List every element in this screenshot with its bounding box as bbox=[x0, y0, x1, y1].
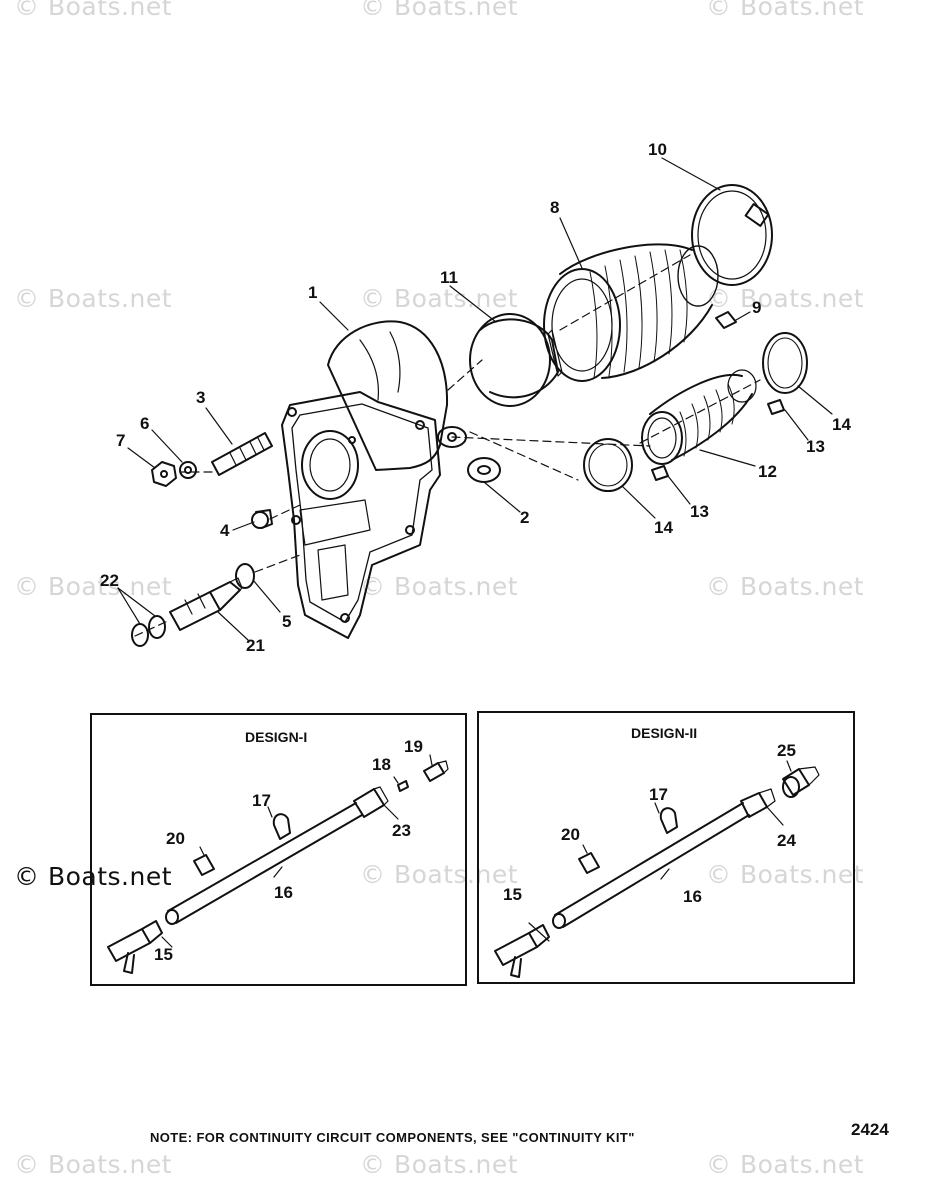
callout-21: 21 bbox=[246, 636, 265, 655]
callout-17: 17 bbox=[252, 791, 271, 810]
washer-part-22b bbox=[148, 615, 166, 639]
design-2-title: DESIGN-II bbox=[631, 725, 698, 741]
watermark: © Boats.net bbox=[360, 1150, 519, 1179]
callout-9: 9 bbox=[752, 298, 762, 317]
fitting-part-15 bbox=[494, 924, 550, 978]
callout-16: 16 bbox=[274, 883, 293, 902]
callout-11: 11 bbox=[440, 268, 458, 287]
callout-12: 12 bbox=[758, 462, 777, 481]
washer-part-22a bbox=[131, 623, 149, 647]
washer-part-2 bbox=[467, 457, 501, 483]
watermark: © Boats.net bbox=[14, 1150, 173, 1179]
callout-8: 8 bbox=[550, 198, 560, 217]
cable-end-part-23 bbox=[353, 786, 389, 818]
hose-clamp-part-14b bbox=[583, 438, 633, 492]
callout-16: 16 bbox=[683, 887, 702, 906]
callout-13: 13 bbox=[806, 437, 825, 456]
callout-17: 17 bbox=[649, 785, 668, 804]
switch-part-19 bbox=[423, 760, 449, 782]
watermark: © Boats.net bbox=[360, 0, 519, 21]
callout-14: 14 bbox=[654, 518, 673, 537]
callout-19: 19 bbox=[404, 737, 423, 756]
stud-part-3 bbox=[211, 432, 273, 476]
callout-23: 23 bbox=[392, 821, 411, 840]
bushing-part-4 bbox=[251, 509, 273, 529]
watermark-overlay: © Boats.net bbox=[14, 862, 173, 891]
hose-clamp-part-14a bbox=[762, 332, 808, 394]
switch-part-25 bbox=[782, 766, 820, 798]
callout-5: 5 bbox=[282, 612, 292, 631]
fitting-part-15 bbox=[107, 920, 163, 974]
clip-part-17 bbox=[272, 813, 291, 840]
design-1-title: DESIGN-I bbox=[245, 729, 308, 745]
watermark: © Boats.net bbox=[14, 0, 173, 21]
callout-22: 22 bbox=[100, 571, 119, 590]
nut-part-7 bbox=[151, 461, 177, 487]
diagram-number: 2424 bbox=[851, 1120, 889, 1139]
bell-housing-part bbox=[281, 320, 467, 639]
continuity-note: NOTE: FOR CONTINUITY CIRCUIT COMPONENTS,… bbox=[150, 1130, 635, 1145]
watermark: © Boats.net bbox=[706, 572, 865, 601]
callout-3: 3 bbox=[196, 388, 206, 407]
shift-cable-part-16 bbox=[552, 802, 750, 929]
watermark: © Boats.net bbox=[706, 860, 865, 889]
watermark: © Boats.net bbox=[360, 284, 519, 313]
pin-part-18 bbox=[397, 780, 409, 792]
exhaust-bellows-part-8 bbox=[543, 243, 719, 382]
clip-part-13b bbox=[767, 399, 785, 415]
callout-2: 2 bbox=[520, 508, 530, 527]
callout-14: 14 bbox=[832, 415, 851, 434]
callout-20: 20 bbox=[166, 829, 185, 848]
watermark: © Boats.net bbox=[360, 860, 519, 889]
callout-4: 4 bbox=[220, 521, 230, 540]
clip-part-9 bbox=[715, 311, 737, 329]
callout-13: 13 bbox=[690, 502, 709, 521]
callout-7: 7 bbox=[116, 431, 126, 450]
callout-1: 1 bbox=[308, 283, 318, 302]
callout-15: 15 bbox=[154, 945, 173, 964]
callout-20: 20 bbox=[561, 825, 580, 844]
clip-part-17 bbox=[659, 807, 678, 834]
bellows-part-12 bbox=[641, 369, 757, 465]
watermark: © Boats.net bbox=[706, 1150, 865, 1179]
callout-6: 6 bbox=[140, 414, 150, 433]
callout-25: 25 bbox=[777, 741, 796, 760]
design-2-drawing bbox=[494, 760, 820, 978]
watermark: © Boats.net bbox=[706, 284, 865, 313]
callout-24: 24 bbox=[777, 831, 796, 850]
callout-10: 10 bbox=[648, 140, 667, 159]
watermark: © Boats.net bbox=[360, 572, 519, 601]
design-1-panel: DESIGN-I 15 16 17 18 19 20 23 bbox=[90, 713, 467, 986]
watermark: © Boats.net bbox=[14, 572, 173, 601]
clip-part-20 bbox=[578, 852, 600, 874]
ring-part-11 bbox=[469, 313, 563, 407]
hose-clamp-part-10 bbox=[691, 184, 773, 286]
shift-cable-part-16 bbox=[165, 802, 363, 925]
watermark: © Boats.net bbox=[706, 0, 865, 21]
clip-part-20 bbox=[193, 854, 215, 876]
callout-15: 15 bbox=[503, 885, 522, 904]
cable-end-part-24 bbox=[740, 788, 776, 818]
design-1-drawing bbox=[107, 754, 449, 974]
clip-part-13a bbox=[651, 465, 669, 481]
design-2-panel: DESIGN-II 15 16 17 20 24 25 bbox=[477, 711, 855, 984]
callout-18: 18 bbox=[372, 755, 391, 774]
washer-part-6 bbox=[179, 461, 197, 479]
fitting-part-21 bbox=[169, 577, 243, 631]
watermark: © Boats.net bbox=[14, 284, 173, 313]
o-ring-part-5 bbox=[235, 563, 255, 589]
